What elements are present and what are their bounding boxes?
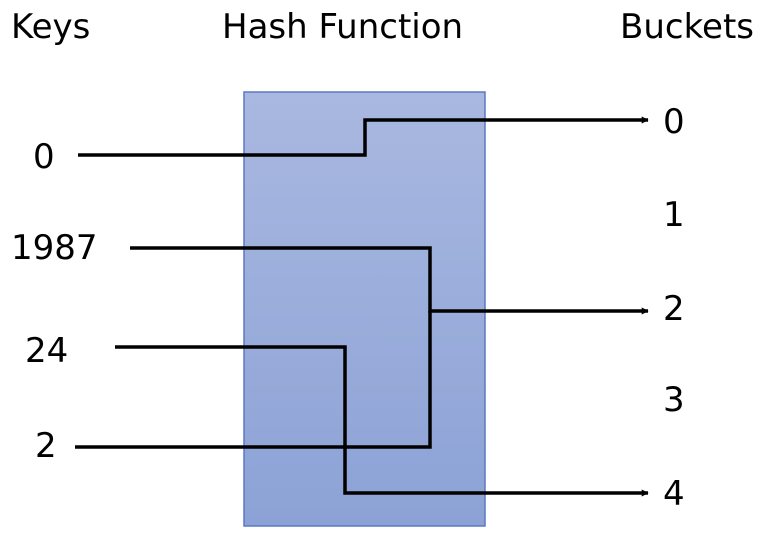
key-label-2: 2 [35,426,57,466]
key-label-0: 0 [33,137,55,177]
hash-function-header: Hash Function [222,7,464,47]
bucket-label-0: 0 [663,102,685,142]
connector-key-2-to-bucket-2 [75,311,432,449]
bucket-label-3: 3 [663,380,685,420]
connector-key-24-to-bucket-4 [115,345,649,497]
key-label-24: 24 [25,331,69,371]
key-label-1987: 1987 [11,228,98,268]
bucket-label-4: 4 [663,474,685,514]
buckets-header: Buckets [620,7,755,47]
keys-header: Keys [11,7,91,47]
connector-key-0-to-bucket-0 [78,116,649,157]
hash-function-box [243,91,486,527]
bucket-label-1: 1 [663,195,685,235]
connector-key-1987-to-bucket-2 [130,246,649,315]
bucket-label-2: 2 [663,289,685,329]
